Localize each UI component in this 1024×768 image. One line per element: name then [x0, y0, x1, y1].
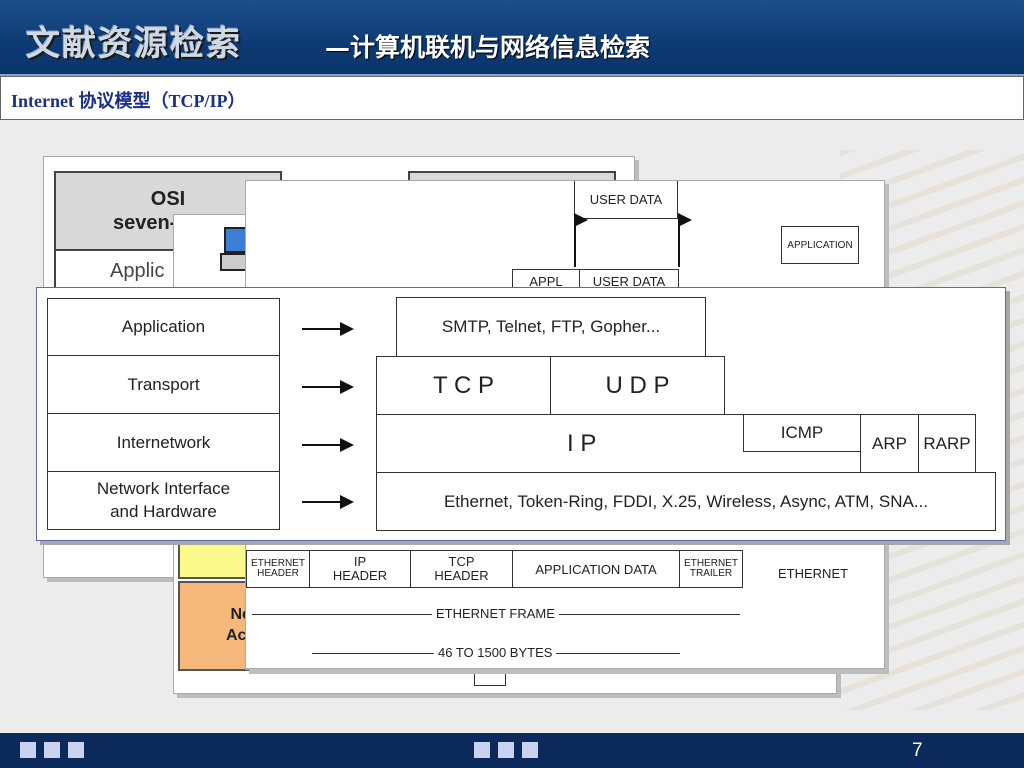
- footer-square-icon: [44, 742, 60, 758]
- icmp-protocol: ICMP: [743, 414, 861, 452]
- ethernet-header-box: ETHERNET HEADER: [246, 550, 310, 588]
- subtitle-bar: Internet 协议模型（TCP/IP）: [0, 76, 1024, 120]
- arrow-network-interface: [302, 495, 354, 509]
- rarp-protocol: RARP: [918, 414, 976, 473]
- page-number: 7: [912, 740, 923, 761]
- footer-square-icon: [522, 742, 538, 758]
- footer-square-icon: [474, 742, 490, 758]
- tcp-protocol: T C P: [376, 356, 551, 415]
- ethernet-frame-label: ETHERNET FRAME: [432, 606, 559, 621]
- callout-pointer: [474, 671, 506, 686]
- layer-internetwork: Internetwork: [47, 413, 280, 472]
- down-arrow-right: [678, 213, 692, 267]
- ethernet-label: ETHERNET: [778, 566, 849, 581]
- layer-application: Application: [47, 298, 280, 356]
- slide-footer: 7: [0, 733, 1024, 768]
- arrow-application: [302, 322, 354, 336]
- arp-protocol: ARP: [860, 414, 919, 473]
- logo: 文献资源检索: [26, 24, 242, 64]
- ip-header-box: IP HEADER: [309, 550, 411, 588]
- arrow-transport: [302, 380, 354, 394]
- application-label-right: APPLICATION: [781, 226, 859, 264]
- footer-square-icon: [68, 742, 84, 758]
- ethernet-frame-area: ETHERNET HEADER IP HEADER TCP HEADER APP…: [245, 540, 885, 669]
- page-subtitle: Internet 协议模型（TCP/IP）: [11, 91, 246, 111]
- layer-transport: Transport: [47, 355, 280, 414]
- footer-square-icon: [498, 742, 514, 758]
- tcpip-model-card: Application Transport Internetwork Netwo…: [36, 287, 1006, 541]
- application-data-box: APPLICATION DATA: [512, 550, 680, 588]
- down-arrow-left: [574, 213, 588, 267]
- network-protocols: Ethernet, Token-Ring, FDDI, X.25, Wirele…: [376, 472, 996, 531]
- application-protocols: SMTP, Telnet, FTP, Gopher...: [396, 297, 706, 357]
- layer-network-interface: Network Interface and Hardware: [47, 471, 280, 530]
- footer-square-icon: [20, 742, 36, 758]
- udp-protocol: U D P: [550, 356, 725, 415]
- slide-title: —计算机联机与网络信息检索: [325, 33, 651, 62]
- tcp-header-box: TCP HEADER: [410, 550, 513, 588]
- slide-header: 文献资源检索 —计算机联机与网络信息检索: [0, 0, 1024, 76]
- ethernet-trailer-box: ETHERNET TRAILER: [679, 550, 743, 588]
- arrow-internetwork: [302, 438, 354, 452]
- bytes-label: 46 TO 1500 BYTES: [434, 645, 557, 660]
- user-data-top: USER DATA: [574, 181, 678, 219]
